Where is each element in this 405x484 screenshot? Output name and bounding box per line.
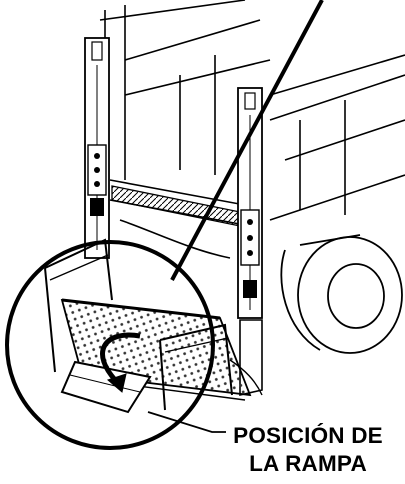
ramp-position-label-line-2: LA RAMPA — [249, 451, 367, 476]
rear-wheel — [280, 234, 403, 354]
ramp-position-label-line-1: POSICIÓN DE — [233, 423, 383, 448]
right-column — [237, 87, 263, 397]
curved-rotation-arrow-icon — [100, 332, 141, 393]
label-leader-line — [147, 411, 226, 433]
ramp-edge-line — [69, 374, 141, 393]
ramp-position-label: POSICIÓN DE LA RAMPA — [214, 422, 402, 478]
magnifier-circle — [5, 240, 215, 450]
pointer-line — [170, 0, 324, 281]
ramp-flap — [60, 360, 152, 414]
left-column — [84, 37, 110, 259]
